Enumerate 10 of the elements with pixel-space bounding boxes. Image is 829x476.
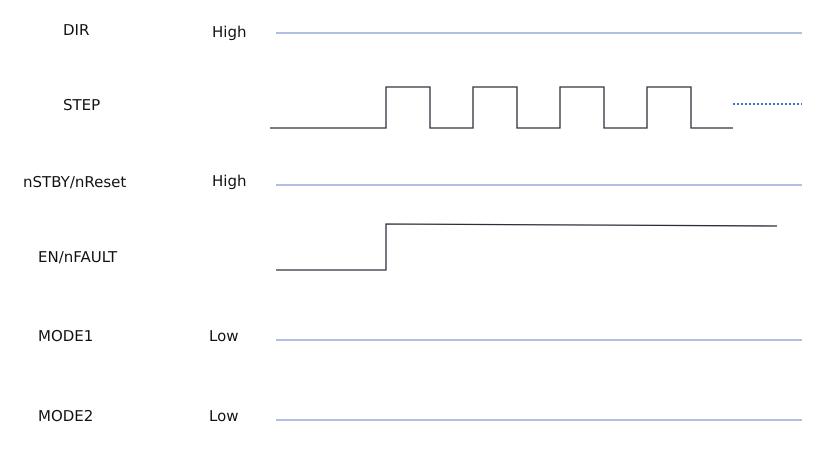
level-label: Low xyxy=(209,327,239,345)
signal-name: EN/nFAULT xyxy=(38,248,118,266)
signal-name: DIR xyxy=(63,21,90,39)
signal-name: MODE2 xyxy=(38,407,94,425)
signal-name: nSTBY/nReset xyxy=(23,173,126,191)
level-label: High xyxy=(212,23,246,41)
level-label: Low xyxy=(209,407,239,425)
level-label: High xyxy=(212,172,246,190)
signal-name: MODE1 xyxy=(38,327,94,345)
signal-name: STEP xyxy=(63,96,100,114)
